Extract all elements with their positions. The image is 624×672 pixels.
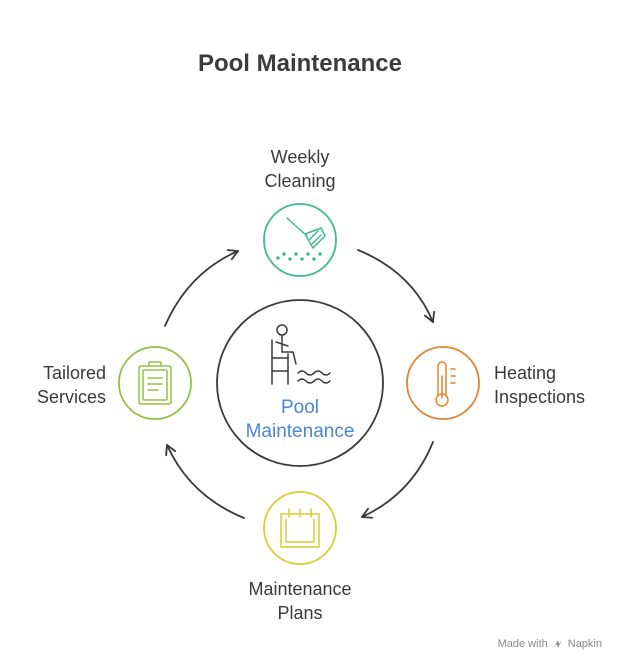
- net-skimmer-icon: [276, 217, 326, 261]
- label-weekly-cleaning-line1: Weekly: [270, 147, 330, 167]
- label-heating-inspections-line2: Inspections: [494, 387, 586, 407]
- arrow-services-to-cleaning: [164, 249, 239, 327]
- thermometer-icon: [435, 361, 456, 407]
- node-circle-heating-inspections: [406, 346, 480, 420]
- center-label-line1: Pool: [280, 397, 320, 418]
- arrow-heating-to-plans: [361, 441, 434, 519]
- diagram-title: Pool Maintenance: [197, 50, 403, 77]
- label-maintenance-plans-line1: Maintenance: [248, 579, 352, 599]
- arrow-plans-to-services: [165, 444, 245, 519]
- label-weekly-cleaning-line2: Cleaning: [264, 171, 336, 191]
- center-label-line2: Maintenance: [245, 421, 355, 442]
- node-circle-tailored-services: [118, 346, 192, 420]
- center-label: Pool Maintenance: [200, 396, 400, 444]
- label-maintenance-plans-line2: Plans: [277, 603, 323, 623]
- clipboard-icon: [138, 361, 172, 405]
- node-circle-weekly-cleaning: [263, 203, 337, 277]
- made-with-text: Made with: [497, 638, 548, 650]
- node-heating-inspections: [406, 346, 480, 420]
- label-tailored-services-line2: Services: [36, 387, 106, 407]
- node-circle-maintenance-plans: [263, 491, 337, 565]
- label-tailored-services-line1: Tailored: [42, 363, 106, 383]
- calendar-icon: [280, 508, 320, 548]
- center-circle: [216, 299, 384, 467]
- lifeguard-chair-icon: [271, 324, 331, 385]
- label-weekly-cleaning: Weekly Cleaning: [240, 145, 360, 193]
- node-weekly-cleaning: [263, 203, 337, 277]
- node-maintenance-plans: [263, 491, 337, 565]
- label-tailored-services: Tailored Services: [10, 361, 106, 409]
- label-heating-inspections: Heating Inspections: [494, 361, 585, 409]
- napkin-brand-text: Napkin: [567, 638, 602, 650]
- arrow-cleaning-to-heating: [357, 249, 436, 323]
- made-with-napkin-footer: Made with Napkin: [498, 638, 602, 650]
- node-tailored-services: [118, 346, 192, 420]
- napkin-logo-icon: [553, 640, 562, 648]
- label-maintenance-plans: Maintenance Plans: [220, 577, 380, 625]
- label-heating-inspections-line1: Heating: [494, 363, 557, 383]
